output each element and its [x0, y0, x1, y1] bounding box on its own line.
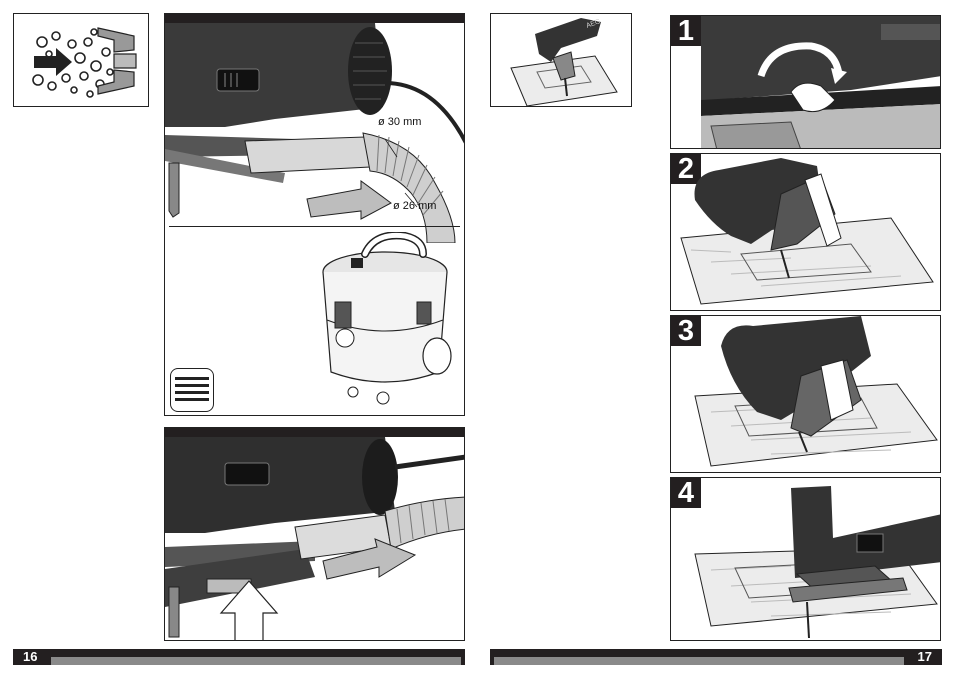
step-1-panel: 1: [670, 15, 941, 149]
jigsaw-upright-cutting-illustration: [671, 478, 941, 641]
overview-thumbnail: AEG: [490, 13, 632, 107]
step-2-panel: 2: [670, 153, 941, 311]
page-number-right: 17: [918, 649, 932, 665]
page-number-left: 16: [23, 649, 37, 665]
jigsaw-on-board-icon: AEG: [491, 14, 632, 107]
step-4-panel: 4: [670, 477, 941, 641]
hose-connection-panel: ø 30 mm ø 26 mm: [164, 13, 465, 416]
manual-icon: [170, 368, 214, 412]
step-3-panel: 3: [670, 315, 941, 473]
dust-extraction-icon-panel: [13, 13, 149, 107]
panel-header-bar: [165, 428, 464, 437]
vacuum-cleaner-illustration: [305, 232, 465, 407]
panel-header-bar: [165, 14, 464, 23]
plunge-cut-start-illustration: [671, 154, 941, 311]
dust-extraction-icon: [14, 14, 149, 107]
hose-attachment-panel: [164, 427, 465, 641]
footer-gray-strip: [494, 657, 904, 665]
hose-diameter-30-label: ø 30 mm: [378, 116, 421, 128]
plunge-cut-lower-illustration: [671, 316, 941, 473]
jigsaw-hose-attach-illustration: [165, 437, 465, 641]
footer-gray-strip: [51, 657, 461, 665]
blade-guide-lever-illustration: [671, 16, 941, 149]
panel-divider: [169, 226, 460, 227]
left-footer-bar: 16: [13, 649, 465, 665]
hose-diameter-26-label: ø 26 mm: [393, 200, 436, 212]
right-footer-bar: 17: [490, 649, 942, 665]
